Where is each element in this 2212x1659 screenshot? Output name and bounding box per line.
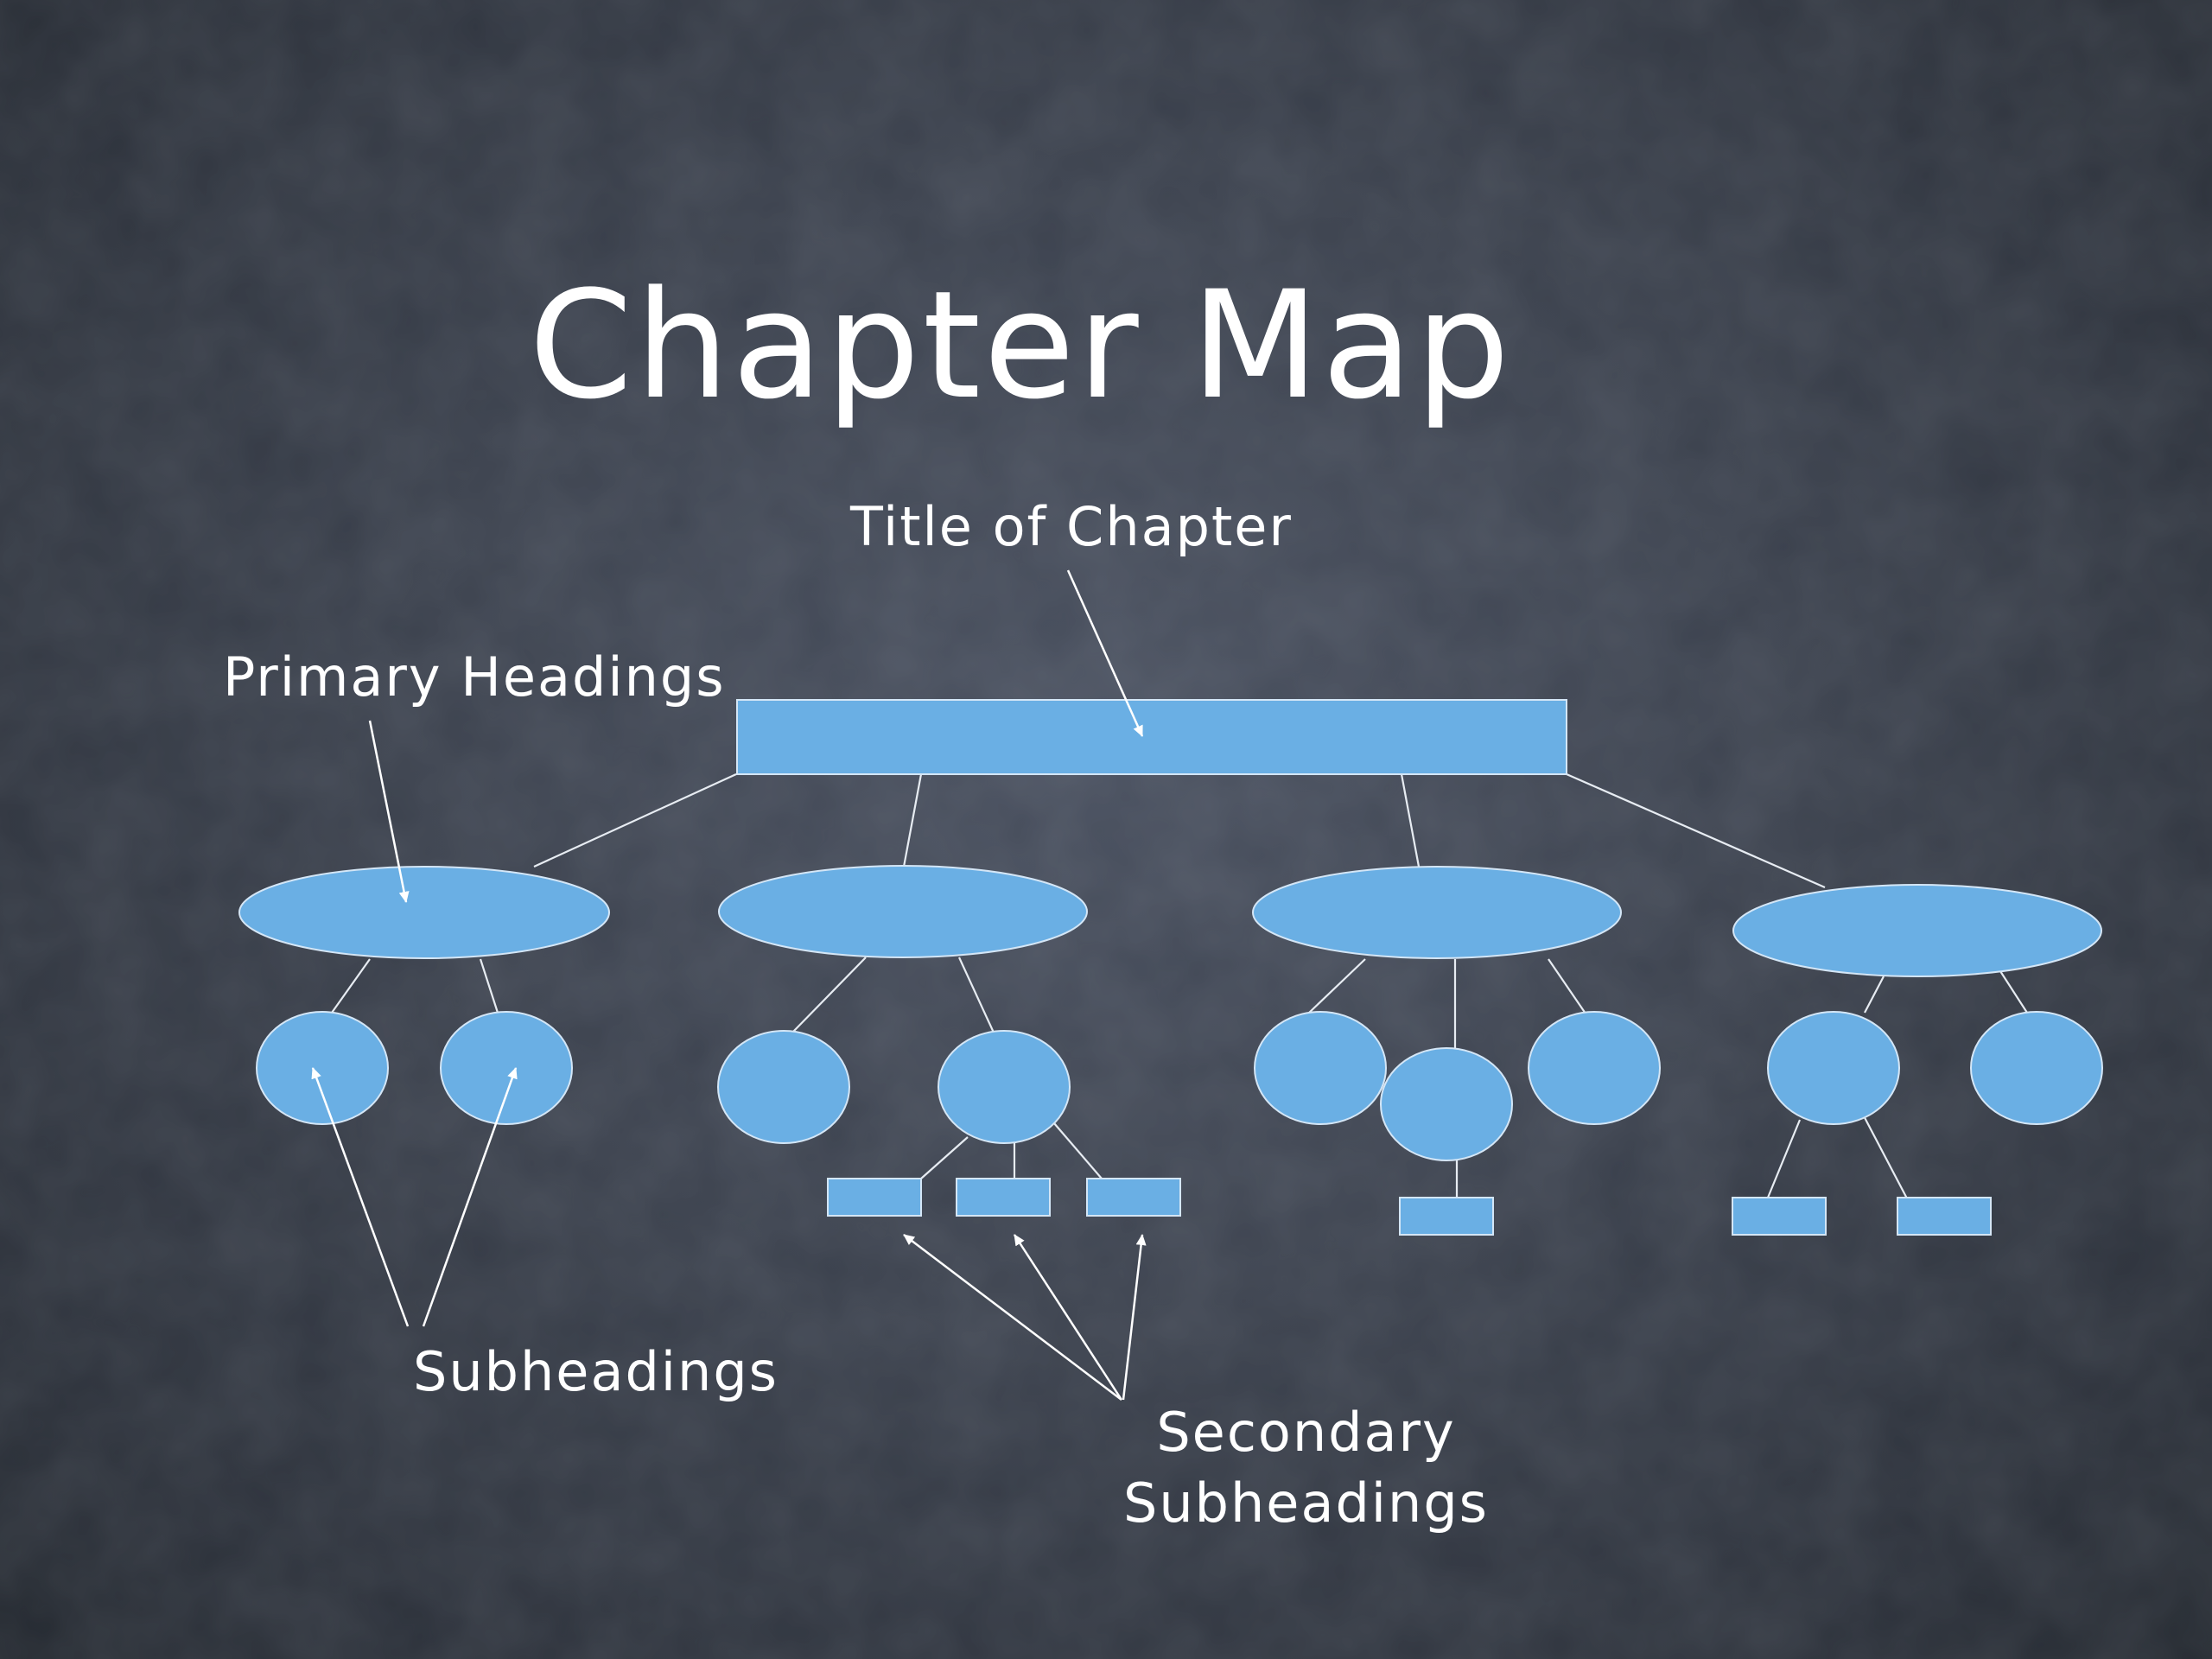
- edge-p2s2-r1: [920, 1136, 969, 1179]
- subheading-4a: [1767, 1011, 1900, 1125]
- edge-root-primary-1: [533, 772, 737, 868]
- arrow-secondary-1: [903, 1234, 1122, 1401]
- subheading-3a: [1254, 1011, 1387, 1125]
- secondary-subheading-2b-1: [827, 1178, 922, 1217]
- subheading-2a: [717, 1030, 850, 1144]
- secondary-subheading-2b-2: [956, 1178, 1051, 1217]
- secondary-subheadings: [827, 1178, 1992, 1236]
- connectors: [331, 772, 2028, 1217]
- title-of-chapter-label: Title of Chapter: [850, 495, 1293, 558]
- primary-heading-2: [718, 865, 1088, 958]
- edge-p2s2-r3: [1053, 1122, 1103, 1179]
- subheadings: [256, 1011, 2103, 1161]
- edge-p2-s2: [958, 957, 995, 1033]
- edge-p2-s1: [791, 957, 867, 1033]
- primary-headings-label: Primary Headings: [223, 645, 726, 709]
- arrow-title: [1066, 569, 1144, 737]
- primary-headings: [238, 865, 2102, 977]
- arrow-secondary-2: [1013, 1234, 1123, 1401]
- secondary-subheading-2b-3: [1086, 1178, 1181, 1217]
- subheading-3c: [1528, 1011, 1661, 1125]
- primary-heading-4: [1732, 884, 2102, 977]
- arrow-sub-2: [422, 1067, 518, 1327]
- subheading-2b: [938, 1030, 1071, 1144]
- primary-heading-3: [1252, 866, 1622, 959]
- arrow-sub-1: [311, 1067, 410, 1327]
- edge-root-primary-2: [902, 773, 923, 868]
- primary-heading-1: [238, 866, 610, 959]
- callout-arrows: [311, 569, 1147, 1401]
- arrow-secondary-3: [1122, 1234, 1147, 1401]
- arrow-primary: [368, 720, 410, 903]
- secondary-subheading-3b-1: [1399, 1197, 1494, 1236]
- chapter-title-box: [736, 699, 1567, 775]
- edge-p1-s2: [479, 958, 499, 1014]
- edge-p1-s1: [331, 958, 371, 1014]
- subheading-1b: [440, 1011, 573, 1125]
- edge-root-primary-4: [1566, 772, 1826, 889]
- slide-title: Chapter Map: [529, 258, 1513, 432]
- edge-root-primary-3: [1400, 773, 1421, 868]
- edge-p4s1-r1: [1766, 1119, 1802, 1198]
- edge-p3-s3: [1548, 958, 1586, 1014]
- secondary-subheading-4a-1: [1732, 1197, 1827, 1236]
- subheading-4b: [1970, 1011, 2103, 1125]
- edge-p4-s1: [1864, 976, 1885, 1014]
- edge-p3-s1: [1307, 958, 1366, 1014]
- subheading-1a: [256, 1011, 389, 1125]
- secondary-subheading-4a-2: [1897, 1197, 1992, 1236]
- subheading-3b: [1380, 1047, 1513, 1161]
- secondary-subheadings-label: Secondary Subheadings: [1123, 1401, 1489, 1535]
- subheadings-label: Subheadings: [413, 1340, 779, 1403]
